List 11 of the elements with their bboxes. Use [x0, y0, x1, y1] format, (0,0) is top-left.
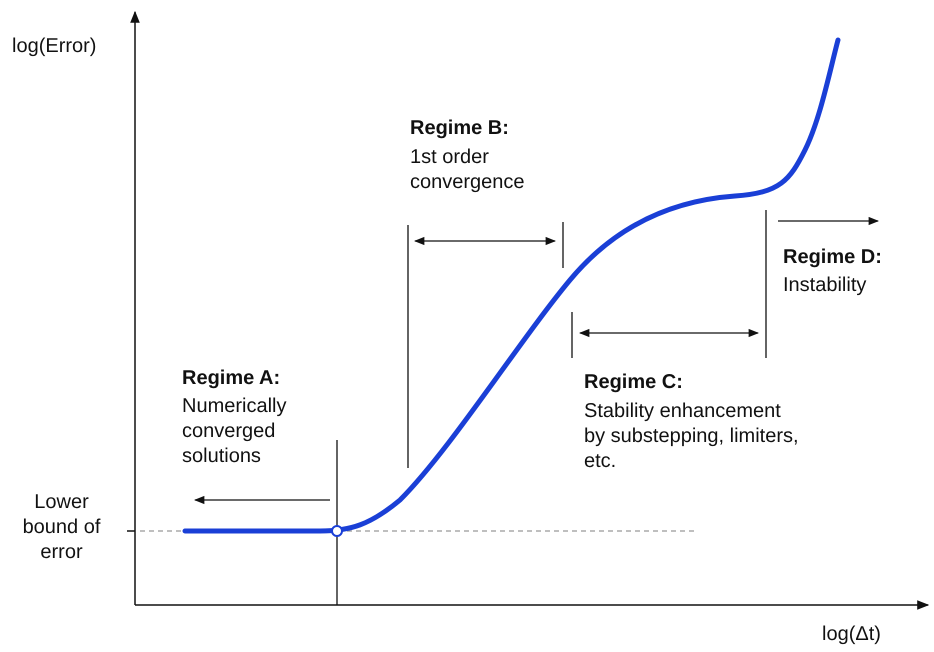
regime-heading: Regime A:	[182, 366, 282, 391]
regime-description: Stability enhancement by substepping, limiters, etc.	[584, 399, 799, 474]
axis-label: Lower bound of error	[22, 490, 102, 565]
regime-heading: Regime B:	[410, 116, 510, 141]
axis-label: log(Δt)	[822, 622, 881, 647]
regime-description: Instability	[783, 273, 868, 298]
regime-heading: Regime C:	[584, 370, 684, 395]
regime-description: Numerically converged solutions	[182, 394, 288, 469]
regime-heading: Regime D:	[783, 245, 883, 270]
regime-description: 1st order convergence	[410, 145, 526, 195]
axis-label: log(Error)	[12, 34, 96, 59]
